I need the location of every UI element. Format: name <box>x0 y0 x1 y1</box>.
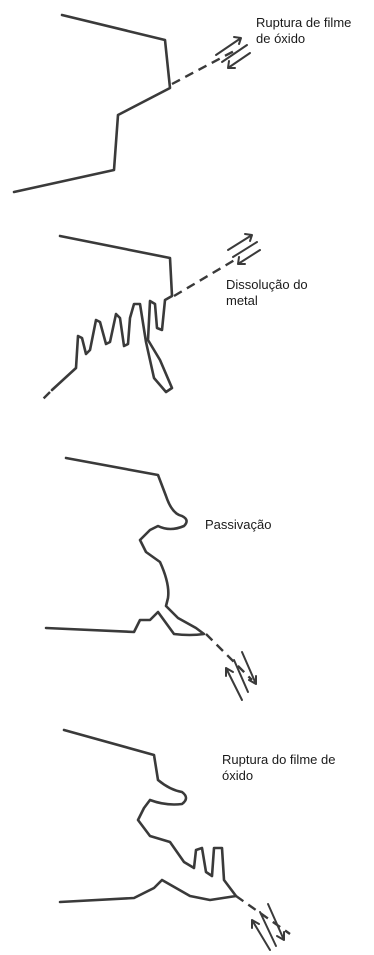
stage-3-sketch <box>46 458 256 700</box>
stage-4-label: Ruptura do filme de óxido <box>222 752 335 784</box>
stage-2-tail <box>40 392 50 402</box>
stage-1-label-line-1: Ruptura de filme <box>256 15 351 30</box>
stage-4-label-line-2: óxido <box>222 768 253 783</box>
stage-2-metal-outline <box>52 236 172 392</box>
stage-2-label-line-1: Dissolução do <box>226 277 308 292</box>
stage-2-label-line-2: metal <box>226 293 258 308</box>
stage-1-crack-path <box>172 50 236 84</box>
stage-2-sketch <box>40 234 260 402</box>
stage-1-label-line-2: de óxido <box>256 31 305 46</box>
stage-3-metal-outline <box>46 458 204 635</box>
stage-3-label: Passivação <box>205 517 271 533</box>
stage-1-label: Ruptura de filme de óxido <box>256 15 351 47</box>
stage-4-metal-outline <box>60 730 236 902</box>
stage-1-sketch <box>14 15 250 192</box>
stage-1-metal-outline <box>14 15 170 192</box>
stage-2-label: Dissolução do metal <box>226 277 308 309</box>
stage-4-crack-path <box>236 896 290 934</box>
stage-4-label-line-1: Ruptura do filme de <box>222 752 335 767</box>
stage-4-tension-arrows <box>252 904 284 950</box>
stage-3-label-line-1: Passivação <box>205 517 271 532</box>
stage-2-tension-arrows <box>228 234 260 264</box>
